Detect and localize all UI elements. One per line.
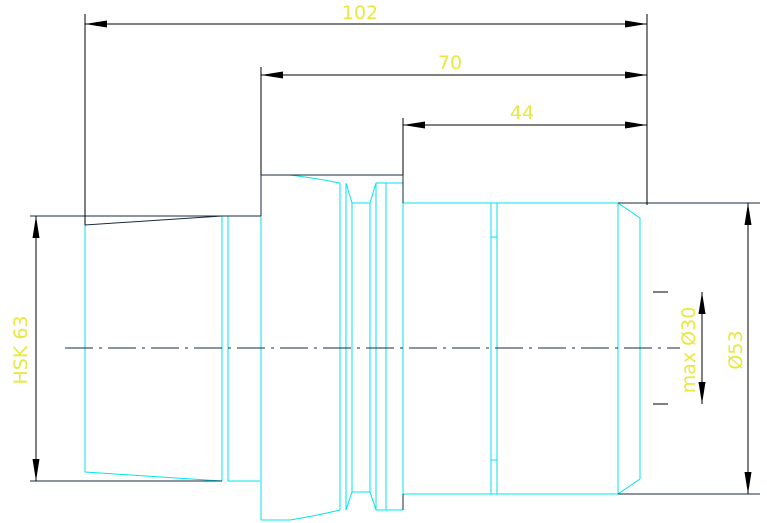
dimension-label-overall-length: 102 bbox=[342, 2, 378, 24]
dimension-front-length: 44 bbox=[402, 102, 647, 175]
dimension-label-outer-diameter: Ø53 bbox=[725, 330, 747, 369]
part-edges bbox=[30, 174, 760, 510]
dimension-hsk-shank: HSK 63 bbox=[10, 216, 40, 481]
dimension-label-front-length: 44 bbox=[510, 102, 534, 124]
dimension-outer-diameter: Ø53 bbox=[725, 203, 752, 494]
dimension-max-diameter: max Ø30 bbox=[653, 291, 706, 405]
dimension-label-hsk: HSK 63 bbox=[10, 315, 32, 384]
dimension-overall-length: 102 bbox=[84, 2, 648, 225]
dimension-middle-length: 70 bbox=[260, 52, 647, 175]
dimension-label-max-diameter: max Ø30 bbox=[678, 307, 700, 394]
dimension-label-middle-length: 70 bbox=[438, 52, 462, 74]
